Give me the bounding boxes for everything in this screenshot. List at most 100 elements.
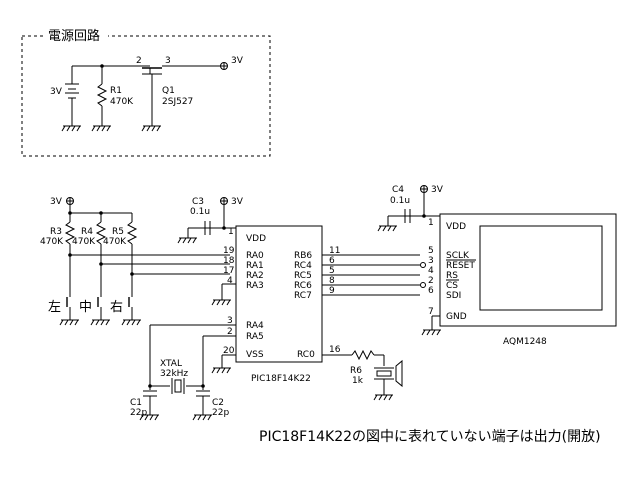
oscillator-circuit: XTAL 32kHz C1 22p C2 22p — [130, 324, 236, 421]
r5-ref: R5 — [112, 227, 124, 237]
xtal-value: 32kHz — [160, 369, 188, 379]
lcd-sclk-label: SCLK — [446, 251, 470, 261]
q1-part: 2SJ527 — [162, 97, 193, 107]
pic-ra2-pin: 17 — [223, 266, 234, 276]
lcd-reset-label: RESET — [446, 261, 475, 271]
r4-resistor — [95, 213, 107, 297]
lcd-rs-label: RS — [446, 271, 458, 281]
q1-mosfet — [141, 65, 222, 132]
pic-vss-label: VSS — [246, 350, 264, 360]
pic-vdd-label: VDD — [246, 234, 266, 244]
c4-value: 0.1u — [390, 196, 410, 206]
lcd-cs-label: CS — [446, 281, 458, 291]
c2-capacitor — [192, 390, 213, 421]
pic-rc4-label: RC4 — [294, 261, 312, 271]
left-supply-terminal — [66, 197, 74, 205]
r1-ref: R1 — [110, 86, 122, 96]
c1-capacitor — [139, 390, 160, 421]
c2-ref: C2 — [212, 398, 224, 408]
pic-rc7-pin: 9 — [329, 286, 335, 296]
pic-ra4-pin: 3 — [227, 316, 233, 326]
q1-source-pin: 3 — [165, 56, 171, 66]
battery — [61, 66, 82, 132]
pic-ra0-label: RA0 — [246, 251, 264, 261]
piezo-speaker-icon — [373, 359, 403, 401]
lcd-vdd-pin-number: 1 — [428, 218, 434, 228]
pic-part-name: PIC18F14K22 — [251, 374, 311, 384]
q1-ref: Q1 — [162, 86, 175, 96]
switch-right — [121, 297, 142, 326]
pic-rb6-label: RB6 — [294, 251, 312, 261]
r1-value: 470K — [110, 97, 134, 107]
pic-rc5-pin: 5 — [329, 266, 335, 276]
pic-microcontroller: 1 VDD RA0 RA1 RA2 RA3 19 18 17 4 RA4 RA5… — [211, 225, 341, 384]
r5-resistor — [126, 213, 138, 297]
c3-ref: C3 — [192, 197, 204, 207]
lcd-vdd-label: VDD — [446, 222, 466, 232]
switch-left-label: 左 — [48, 300, 61, 315]
pic-ra5-pin: 2 — [227, 327, 233, 337]
lcd-module: 1 VDD SCLK RESET RS CS SDI 5 3 4 2 6 7 G… — [421, 213, 617, 347]
pic-rc0-pin: 16 — [329, 345, 341, 355]
r6-value: 1k — [352, 376, 364, 386]
lcd-sdi-pin: 6 — [428, 286, 434, 296]
switch-left — [59, 297, 80, 326]
xtal-crystal — [171, 378, 185, 394]
pic-ra1-label: RA1 — [246, 261, 264, 271]
c4-vcc-terminal — [420, 185, 428, 193]
xtal-ref: XTAL — [160, 359, 182, 369]
speaker-circuit: R6 1k — [322, 349, 403, 401]
q1-gate-pin: 2 — [136, 56, 142, 66]
pic-rc5-label: RC5 — [294, 271, 312, 281]
r3-resistor — [64, 213, 76, 297]
switch-center-label: 中 — [79, 300, 92, 315]
r4-value: 470K — [72, 237, 96, 247]
r3-ref: R3 — [50, 227, 62, 237]
c4-capacitor: C4 0.1u 3V — [377, 185, 444, 232]
c3-value: 0.1u — [190, 207, 210, 217]
pic-rc0-label: RC0 — [297, 350, 315, 360]
footnote: PIC18F14K22の図中に表れていない端子は出力(開放) — [259, 429, 601, 445]
power-section-title: 電源回路 — [48, 28, 100, 44]
c4-vcc-label: 3V — [431, 185, 444, 195]
lcd-rs-pin: 4 — [428, 266, 434, 276]
r5-value: 470K — [103, 237, 127, 247]
power-output-label: 3V — [231, 56, 244, 66]
lcd-reset-pin: 3 — [428, 256, 434, 266]
left-supply-label: 3V — [50, 197, 63, 207]
power-output-terminal — [220, 62, 228, 70]
pic-ra3-pin: 4 — [227, 276, 233, 286]
pic-rc7-label: RC7 — [294, 291, 312, 301]
power-circuit-section: 電源回路 3V R1 470K — [21, 26, 271, 157]
c1-ref: C1 — [130, 398, 142, 408]
c3-vcc-terminal — [220, 197, 228, 205]
r4-ref: R4 — [81, 227, 93, 237]
pic-ra1-pin: 18 — [223, 256, 235, 266]
lcd-gnd-pin: 7 — [428, 307, 434, 317]
pic-rc4-pin: 6 — [329, 256, 335, 266]
pic-ra0-pin: 19 — [223, 246, 235, 256]
r3-value: 470K — [40, 237, 64, 247]
pic-ra3-label: RA3 — [246, 281, 264, 291]
r1-resistor — [91, 66, 112, 132]
lcd-screen — [479, 225, 603, 311]
battery-voltage-label: 3V — [50, 87, 63, 97]
pic-rc6-label: RC6 — [294, 281, 312, 291]
power-section-frame — [21, 35, 271, 157]
pic-vss-pin: 20 — [223, 346, 235, 356]
lcd-cs-pin: 2 — [428, 276, 434, 286]
switch-right-label: 右 — [110, 300, 123, 315]
input-pullup-section: 3V R3 470K R4 470K R5 470K — [40, 197, 230, 326]
pic-ra2-label: RA2 — [246, 271, 264, 281]
lcd-gnd-label: GND — [446, 312, 467, 322]
spi-bus — [322, 254, 426, 296]
pic-rb6-pin: 11 — [329, 246, 340, 256]
pic-ra4-label: RA4 — [246, 321, 264, 331]
r6-ref: R6 — [350, 366, 362, 376]
c3-vcc-label: 3V — [231, 197, 244, 207]
pic-vdd-pin-number: 1 — [228, 227, 234, 237]
pic-ra5-label: RA5 — [246, 332, 264, 342]
pic-rc6-pin: 8 — [329, 276, 335, 286]
switch-center — [90, 297, 111, 326]
